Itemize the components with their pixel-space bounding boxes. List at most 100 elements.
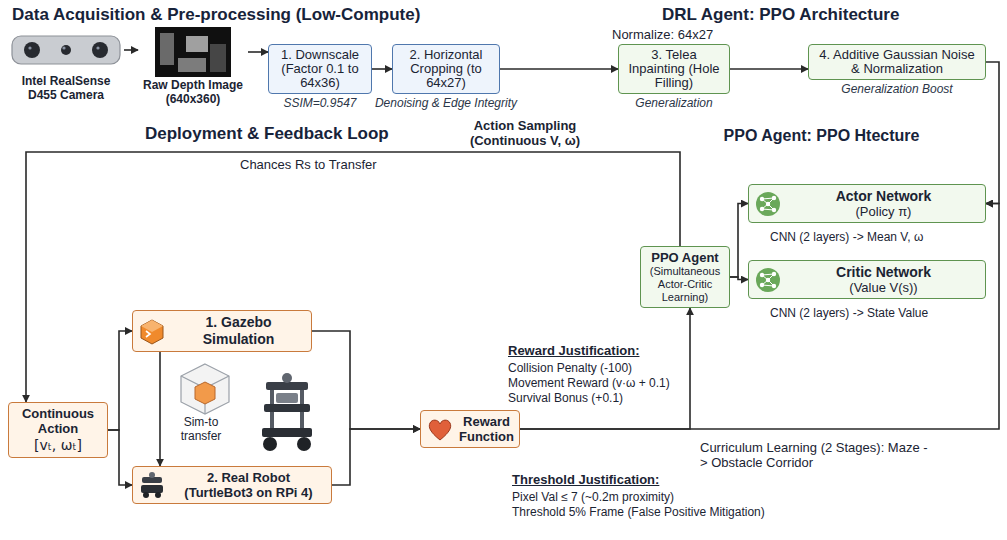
note-text: SSIM=0.9547: [283, 96, 356, 110]
annotation-text: Chances Rs to Transfer: [240, 157, 377, 172]
image-caption: Intel RealSense D455 Camera: [8, 74, 124, 102]
box-text: 3. Telea Inpainting (Hole Filling): [624, 48, 724, 90]
connector: [108, 331, 132, 430]
box-icon: [754, 266, 782, 294]
robot-plate: [266, 382, 308, 390]
process-box: Critic Network(Value V(s)): [748, 260, 986, 299]
box-text: 2. Horizontal Cropping (to 64x27): [398, 48, 494, 90]
node-picture: [8, 26, 124, 74]
lens-glint: [28, 46, 31, 49]
network-dot: [772, 271, 776, 275]
annotation-text: Threshold Justification:: [512, 472, 659, 488]
turtlebot-illustration: [262, 373, 312, 451]
camera-lens: [92, 42, 108, 58]
connector: [500, 68, 618, 70]
connector: [730, 277, 748, 280]
connector: [248, 51, 268, 53]
robot-plate: [262, 428, 312, 437]
process-box: Continuous Action[vₜ, ωₜ]: [8, 402, 108, 458]
box-text-group: 1. Downscale (Factor 0.1 to 64x36): [274, 48, 366, 90]
lens-glint: [96, 46, 99, 49]
network-dot: [766, 277, 770, 281]
box-text-group: Reward Function: [459, 414, 514, 444]
image-caption: Raw Depth Image (640x360): [138, 78, 248, 106]
box-text: Critic Network: [787, 264, 980, 281]
depth-blob: [186, 36, 208, 52]
node-picture: [138, 26, 248, 78]
network-dot: [772, 283, 776, 287]
panel-band: Data Acquisition & Pre-processing (Low-C…: [0, 0, 600, 118]
process-box: Reward Function: [420, 410, 520, 448]
note-text: Denoising & Edge Integrity: [375, 96, 517, 110]
lens-glint: [62, 46, 65, 49]
connector: [986, 62, 999, 204]
cube-outline: [181, 364, 229, 414]
process-box: PPO Agent(Simultaneous Actor-Critic Lear…: [640, 246, 730, 308]
box-text-group: 2. Real Robot (TurtleBot3 on RPi 4): [171, 470, 326, 500]
edge-label: Curriculum Learning (2 Stages): Maze -> …: [700, 440, 930, 470]
connector: [730, 204, 748, 278]
box-text: Continuous Action: [14, 406, 102, 436]
connector: [332, 429, 420, 485]
box-icon: [138, 317, 166, 345]
depth-blob: [160, 33, 174, 65]
box-text: (Simultaneous Actor-Critic Learning): [646, 265, 724, 304]
robot-wheel: [297, 437, 311, 451]
annotation-text: Pixel Val ≤ 7 (~0.2m proximity): [512, 490, 674, 505]
annotation-text: Movement Reward (v·ω + 0.1): [508, 376, 670, 391]
network-dot: [760, 206, 764, 210]
process-box: 1. Gazebo Simulation: [132, 310, 312, 352]
edge-label: Sim-to transfer: [168, 415, 234, 443]
process-box: 2. Horizontal Cropping (to 64x27)Denoisi…: [392, 44, 500, 94]
process-box: Actor Network(Policy π): [748, 184, 986, 223]
connector: [124, 49, 138, 51]
gazebo-icon: [141, 320, 163, 344]
panel-heading: Deployment & Feedback Loop: [145, 124, 767, 144]
robot-lidar: [282, 373, 292, 383]
network-dot: [760, 282, 764, 286]
box-text: (Policy π): [787, 205, 980, 219]
panel-heading: DRL Agent: PPO Architecture: [662, 5, 1007, 25]
process-box: 2. Real Robot (TurtleBot3 on RPi 4): [132, 466, 332, 504]
box-text: 4. Additive Gaussian Noise & Normalizati…: [814, 48, 980, 76]
depth-blob: [178, 58, 206, 72]
annotation-text: CNN (2 layers) -> Mean V, ω: [770, 230, 923, 245]
box-text-group: 4. Additive Gaussian Noise & Normalizati…: [814, 48, 980, 76]
network-dot: [772, 195, 776, 199]
inner-cube: [195, 382, 215, 404]
connector: [108, 430, 132, 485]
box-text-group: Actor Network(Policy π): [787, 188, 980, 219]
panel-band: DRL Agent: PPO Architecture 3. Telea Inpa…: [604, 0, 1007, 118]
panel-heading: PPO Agent: PPO Htecture: [636, 126, 1007, 146]
network-dot: [760, 272, 764, 276]
network-dot: [772, 207, 776, 211]
note-text: Generalization Boost: [841, 82, 952, 96]
depth-blob: [210, 44, 226, 72]
box-text-group: 2. Horizontal Cropping (to 64x27): [398, 48, 494, 90]
connector: [312, 331, 420, 429]
box-text-group: 1. Gazebo Simulation: [171, 314, 306, 348]
network-dot: [766, 201, 770, 205]
camera-lens: [61, 45, 71, 55]
box-text-group: PPO Agent(Simultaneous Actor-Critic Lear…: [646, 250, 724, 304]
edge-label: Action Sampling (Continuous V, ω): [450, 118, 600, 148]
gazebo-top: [141, 320, 163, 332]
box-text: 1. Downscale (Factor 0.1 to 64x36): [274, 48, 366, 90]
network-icon: [756, 192, 780, 216]
box-text-group: Continuous Action[vₜ, ωₜ]: [14, 406, 102, 454]
annotation-text: Survival Bonus (+0.1): [508, 391, 623, 406]
box-text: Actor Network: [787, 188, 980, 205]
robot-icon-base: [141, 485, 163, 493]
box-text: 2. Real Robot (TurtleBot3 on RPi 4): [171, 470, 326, 500]
network-dot: [760, 196, 764, 200]
note-text: Generalization: [635, 96, 712, 110]
connector: [159, 352, 161, 466]
image-node: Intel RealSense D455 Camera: [8, 26, 124, 102]
box-icon: [754, 190, 782, 218]
connector: [26, 152, 680, 402]
image-node: Raw Depth Image (640x360): [138, 26, 248, 106]
depth-frame: [155, 27, 231, 77]
box-text: Reward Function: [459, 414, 514, 444]
connector: [730, 68, 808, 70]
